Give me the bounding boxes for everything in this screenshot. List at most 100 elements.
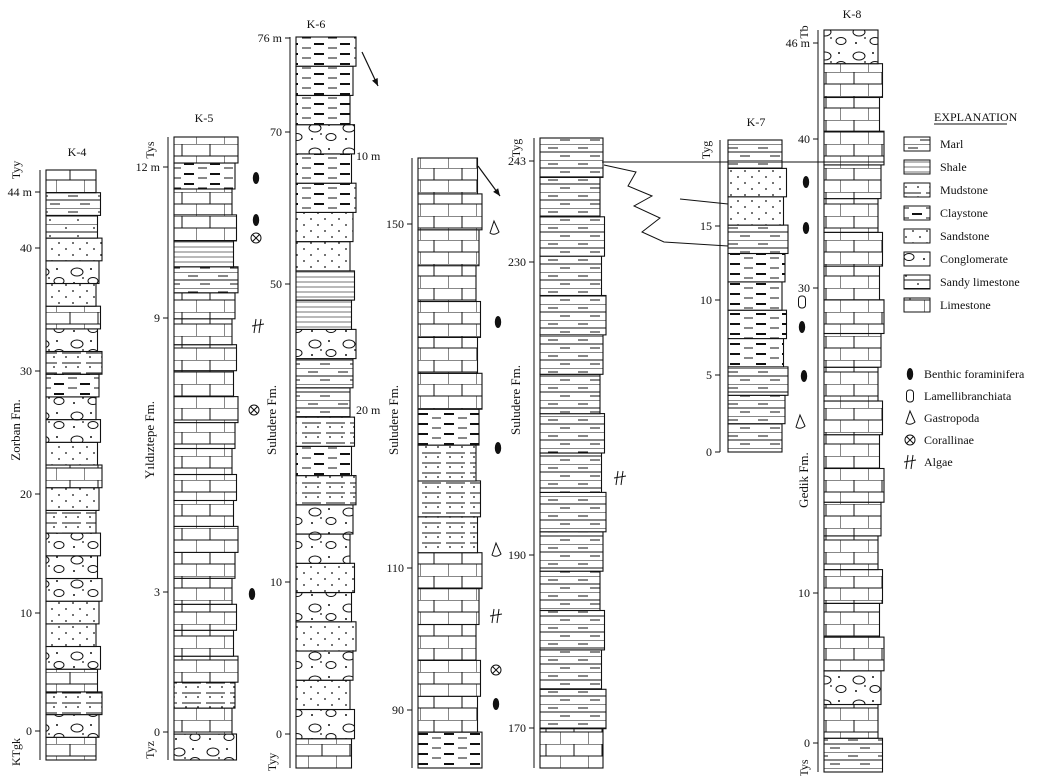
formation-name: Suludere Fm. [386, 385, 401, 455]
bed-conglomerate [45, 328, 99, 353]
bed-marl [539, 137, 604, 178]
bed-limestone [823, 501, 882, 537]
benthic-foraminifera-icon [906, 368, 914, 380]
algae-icon [903, 454, 917, 470]
top-unit-label: Tb [797, 25, 811, 38]
column-title: K-4 [68, 145, 87, 159]
axis-tick-label: 40 [20, 241, 32, 255]
top-mark-label: 44 m [8, 185, 33, 199]
bed-limestone [295, 738, 353, 769]
benthic-foraminifera-icon [248, 588, 256, 600]
bed-sandstone [45, 623, 97, 648]
axis-tick-label: 3 [154, 585, 160, 599]
lamellibranchiata-icon [906, 389, 914, 403]
legend-swatch-marl [903, 136, 931, 152]
bed-limestone [417, 552, 483, 590]
axis-tick-label: 150 [386, 217, 404, 231]
axis-tick-label: 0 [276, 727, 282, 741]
bed-limestone [173, 499, 235, 527]
bed-claystone [295, 65, 354, 96]
bed-marl [727, 366, 789, 396]
bed-limestone [417, 695, 479, 733]
bed-conglomerate [45, 419, 102, 443]
bed-limestone [417, 588, 480, 626]
bed-limestone [417, 229, 480, 267]
axis-tick-label: 10 [20, 606, 32, 620]
bed-mudstone [45, 350, 103, 375]
axis-tick-label: 15 [700, 219, 712, 233]
bed-marl [45, 192, 102, 216]
axis-tick-label: 40 [798, 132, 810, 146]
bed-sandstone [45, 282, 97, 307]
bed-limestone [823, 366, 879, 402]
bed-conglomerate [45, 714, 100, 738]
axis-tick-label: 20 [20, 487, 32, 501]
bed-mudstone [295, 416, 356, 447]
column-title: K-8 [843, 7, 862, 21]
bed-limestone [823, 703, 879, 739]
bed-limestone [173, 629, 235, 657]
column-title: K-7 [747, 115, 766, 129]
bed-limestone [173, 214, 238, 242]
benthic-foraminifera-icon [494, 316, 502, 328]
bed-sandylimestone [45, 214, 99, 239]
bed-conglomerate [295, 504, 354, 535]
bed-limestone [417, 300, 482, 338]
algae-icon [489, 608, 503, 624]
bed-marl [539, 531, 604, 572]
gastropoda-icon [489, 219, 500, 235]
bed-limestone [45, 464, 103, 489]
benthic-foraminifera-icon [802, 222, 810, 234]
corallinae-icon-stroke [906, 436, 914, 444]
bed-conglomerate [45, 577, 103, 602]
bed-marl [539, 413, 606, 454]
bed-limestone [173, 577, 233, 605]
legend-label-sandstone: Sandstone [940, 229, 989, 243]
bed-limestone [173, 136, 239, 164]
bed-limestone [417, 265, 477, 303]
bed-claystone [727, 309, 788, 340]
bed-limestone [823, 602, 881, 638]
bed-claystone [417, 731, 483, 769]
bed-limestone [823, 400, 884, 436]
bed-claystone [417, 408, 480, 446]
axis-tick-label: 50 [270, 277, 282, 291]
bed-marl [727, 224, 789, 255]
legend-swatch-sandylimestone [903, 274, 931, 290]
bed-marl [539, 334, 604, 375]
bed-claystone [295, 153, 353, 184]
benthic-foraminifera-icon [802, 176, 810, 188]
bed-limestone [173, 188, 233, 216]
axis-tick-label: 110 [386, 561, 404, 575]
bed-mudstone [417, 444, 477, 482]
gastropoda-icon [905, 409, 916, 425]
column-title: K-6 [307, 17, 326, 31]
bed-limestone [823, 63, 884, 98]
axis-tick-label: 170 [508, 721, 526, 735]
bed-conglomerate [173, 733, 238, 761]
bed-limestone [417, 372, 483, 410]
facies-line [679, 198, 729, 205]
bed-conglomerate [823, 670, 882, 706]
bed-limestone [823, 265, 881, 301]
bed-conglomerate [295, 592, 353, 623]
benthic-foraminifera-icon [252, 214, 260, 226]
axis-tick-label: 10 [270, 575, 282, 589]
bed-marl [295, 358, 354, 389]
axis-tick-label: 230 [508, 255, 526, 269]
bed-shale [295, 299, 353, 330]
corallinae-icon [490, 664, 502, 676]
column-title: K-5 [195, 111, 214, 125]
bed-marl [727, 423, 783, 453]
benthic-foraminifera-icon [800, 370, 808, 382]
lamellibranchiata-icon [798, 295, 806, 309]
legend-label-claystone: Claystone [940, 206, 988, 220]
bed-claystone [295, 94, 351, 126]
legend-label-mudstone: Mudstone [940, 183, 988, 197]
